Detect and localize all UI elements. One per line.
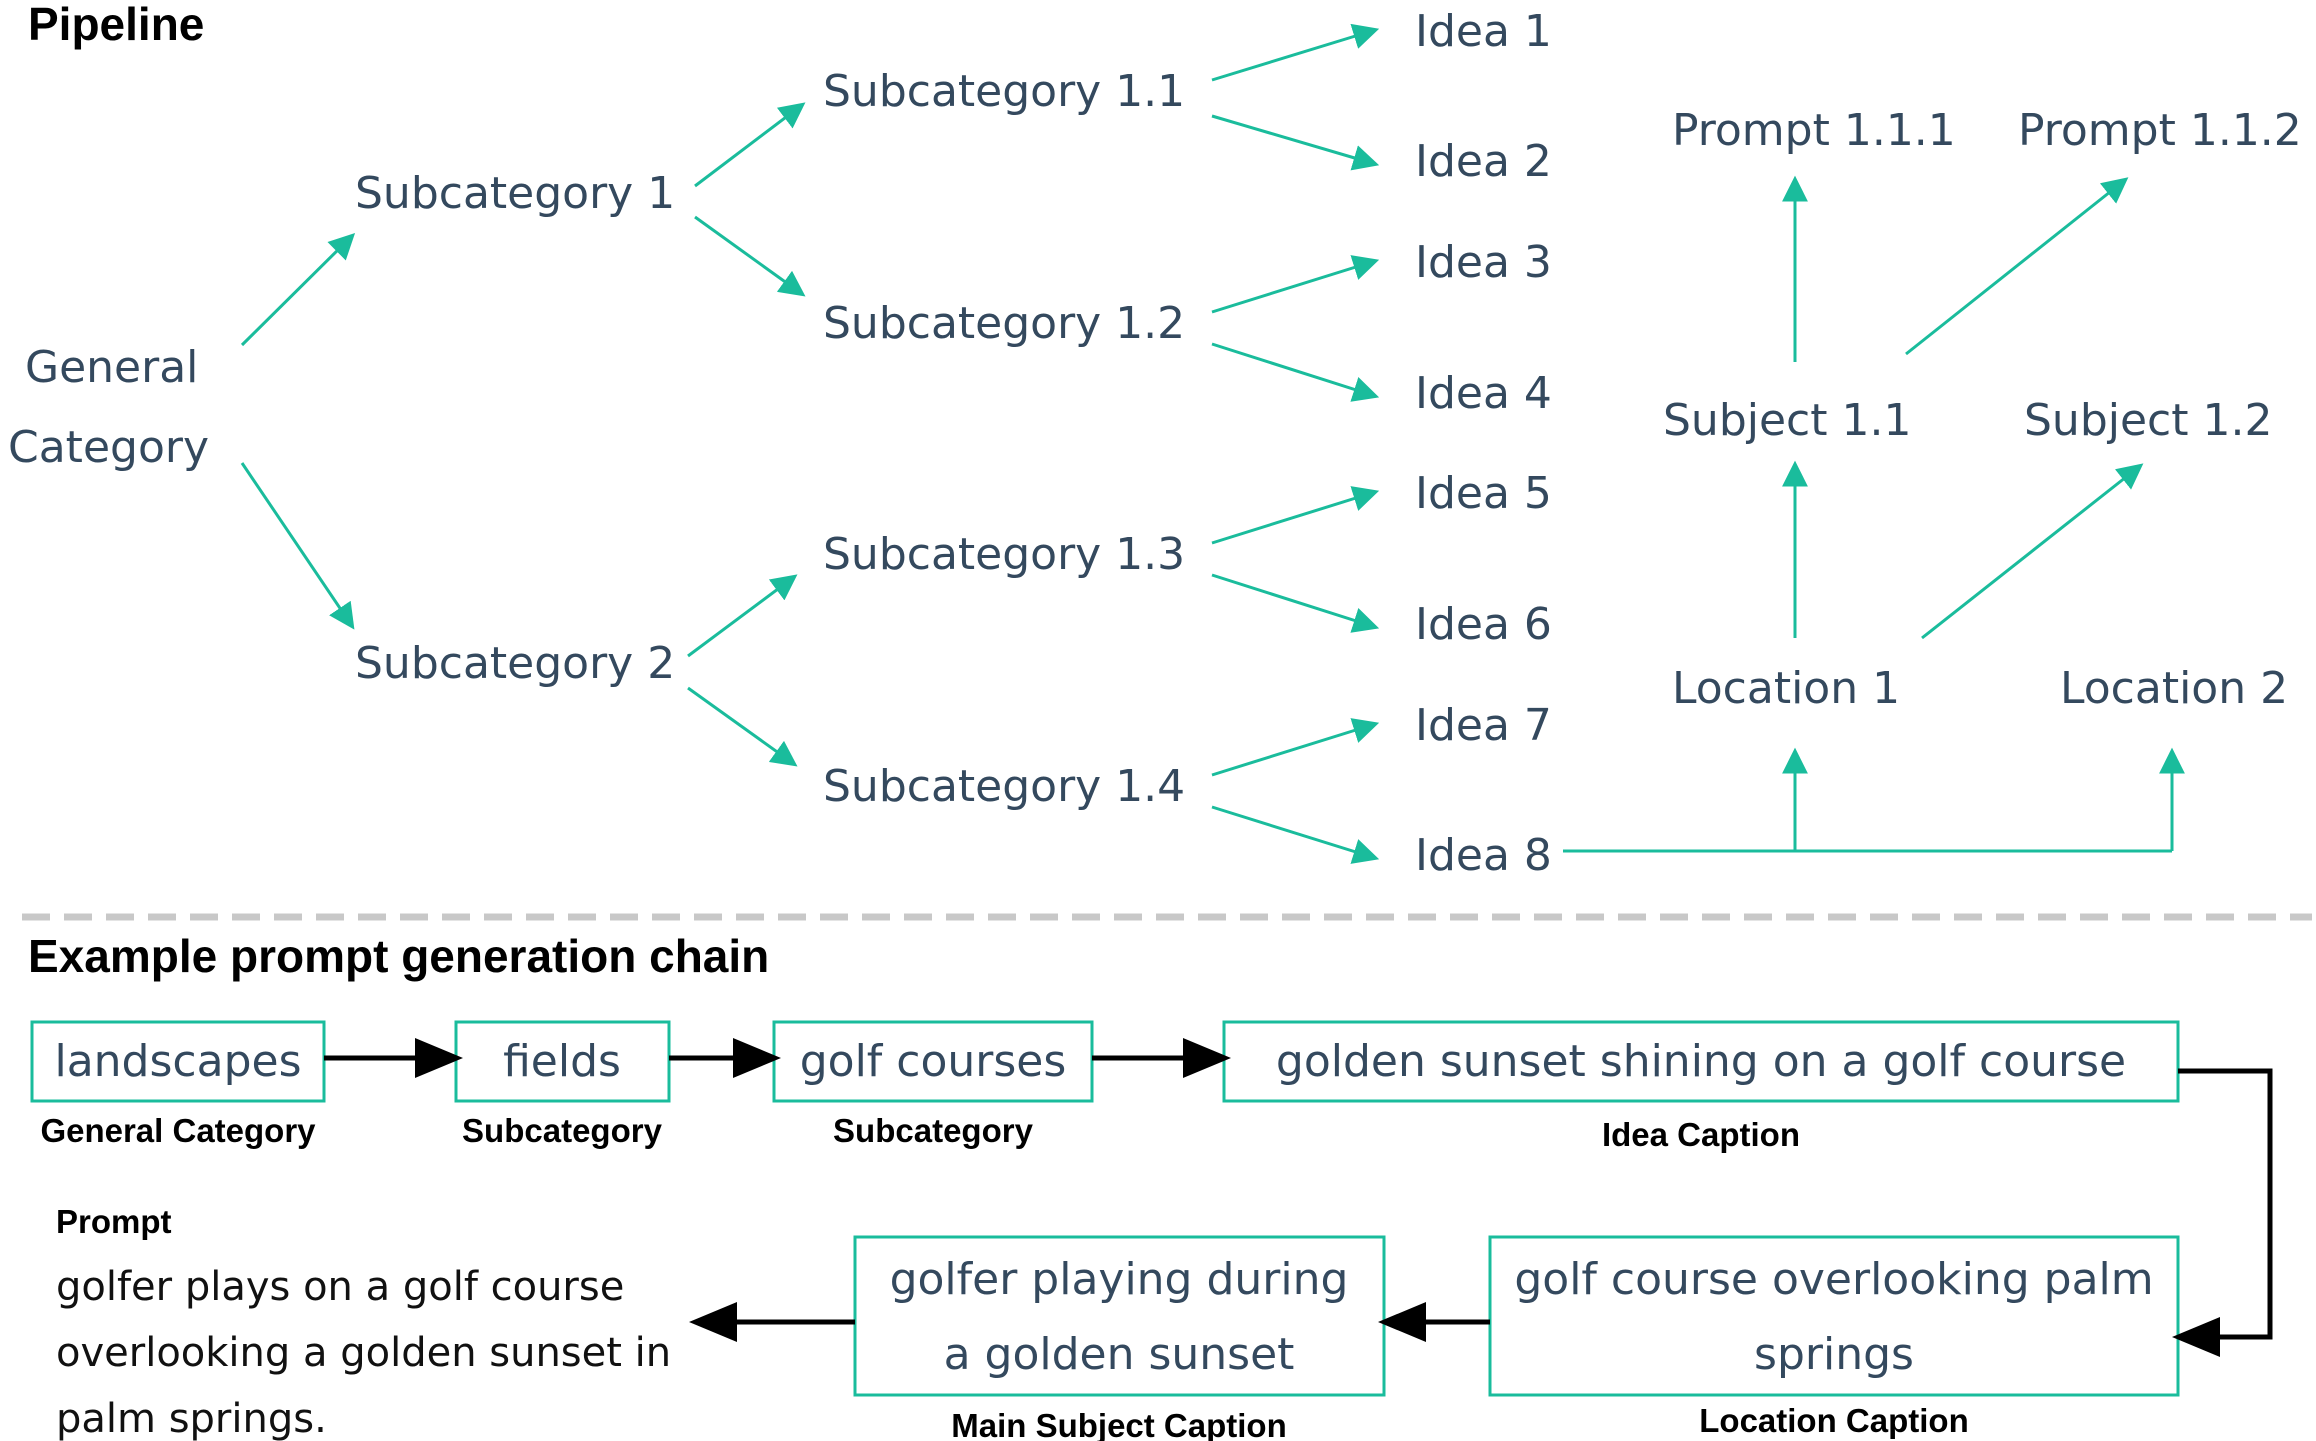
node-prompt-1-1-1: Prompt 1.1.1 bbox=[1672, 105, 1956, 156]
caption-location: Location Caption bbox=[1699, 1402, 1968, 1439]
pipeline-arrows bbox=[240, 23, 2185, 864]
node-idea-3: Idea 3 bbox=[1415, 237, 1552, 288]
chain-arrows bbox=[324, 1038, 2273, 1357]
box-location-caption bbox=[1488, 1235, 2180, 1397]
node-idea-6: Idea 6 bbox=[1415, 599, 1552, 650]
node-subcategory-1-2: Subcategory 1.2 bbox=[823, 298, 1185, 349]
edge-sub1-sub11 bbox=[694, 102, 806, 188]
box-subject-line-2: a golden sunset bbox=[944, 1329, 1295, 1380]
caption-main-subject: Main Subject Caption bbox=[951, 1407, 1287, 1441]
node-idea-2: Idea 2 bbox=[1415, 136, 1552, 187]
node-idea-7: Idea 7 bbox=[1415, 700, 1552, 751]
box-golf-courses bbox=[772, 1020, 1094, 1103]
edge-sub12-idea4 bbox=[1211, 342, 1380, 402]
edge-subject1-prompt2 bbox=[1905, 177, 2129, 356]
pipeline-heading: Pipeline bbox=[28, 0, 204, 50]
caption-idea: Idea Caption bbox=[1602, 1116, 1800, 1153]
prompt-line-1: golfer plays on a golf course bbox=[56, 1264, 624, 1310]
general-category-line-2: Category bbox=[8, 422, 209, 473]
edge-sub2-sub14 bbox=[687, 686, 798, 767]
box-subject-line-1: golfer playing during bbox=[890, 1254, 1349, 1305]
node-idea-4: Idea 4 bbox=[1415, 368, 1552, 419]
edge-sub14-idea7 bbox=[1211, 718, 1380, 777]
edge-sub14-idea8 bbox=[1211, 805, 1380, 864]
edge-sub1-sub12 bbox=[694, 215, 806, 297]
node-subcategory-1: Subcategory 1 bbox=[355, 168, 675, 219]
edge-sub2-sub13 bbox=[687, 574, 798, 658]
node-location-1: Location 1 bbox=[1672, 663, 1900, 714]
general-category-line-1: General bbox=[25, 342, 198, 393]
prompt-label: Prompt bbox=[56, 1203, 172, 1240]
example-heading: Example prompt generation chain bbox=[28, 930, 769, 982]
box-subject-caption bbox=[853, 1235, 1386, 1397]
node-idea-5: Idea 5 bbox=[1415, 468, 1552, 519]
node-subcategory-1-3: Subcategory 1.3 bbox=[823, 529, 1185, 580]
edge-sub11-idea2 bbox=[1211, 114, 1380, 171]
edge-sub11-idea1 bbox=[1211, 23, 1380, 82]
box-location-line-2: springs bbox=[1754, 1329, 1914, 1380]
node-prompt-1-1-2: Prompt 1.1.2 bbox=[2018, 105, 2302, 156]
node-subject-1-2: Subject 1.2 bbox=[2024, 395, 2272, 446]
box-location-line-1: golf course overlooking palm bbox=[1514, 1254, 2153, 1305]
box-idea-caption bbox=[1222, 1020, 2180, 1103]
node-idea-1: Idea 1 bbox=[1415, 6, 1552, 57]
caption-subcategory-2: Subcategory bbox=[833, 1112, 1034, 1149]
box-landscapes bbox=[30, 1020, 326, 1103]
node-idea-8: Idea 8 bbox=[1415, 830, 1552, 881]
box-golf-courses-text: golf courses bbox=[800, 1036, 1067, 1087]
edge-sub13-idea5 bbox=[1211, 486, 1380, 545]
caption-subcategory-1: Subcategory bbox=[462, 1112, 663, 1149]
prompt-line-2: overlooking a golden sunset in bbox=[56, 1330, 671, 1376]
node-subcategory-2: Subcategory 2 bbox=[355, 638, 675, 689]
box-idea-caption-text: golden sunset shining on a golf course bbox=[1276, 1036, 2126, 1087]
prompt-line-3: palm springs. bbox=[56, 1396, 327, 1441]
node-subcategory-1-4: Subcategory 1.4 bbox=[823, 761, 1185, 812]
node-subcategory-1-1: Subcategory 1.1 bbox=[823, 66, 1185, 117]
node-subject-1-1: Subject 1.1 bbox=[1663, 395, 1911, 446]
node-location-2: Location 2 bbox=[2060, 663, 2288, 714]
caption-general-category: General Category bbox=[40, 1112, 316, 1149]
box-fields bbox=[454, 1020, 671, 1103]
edge-location1-subject2 bbox=[1921, 463, 2144, 640]
edge-sub13-idea6 bbox=[1211, 573, 1380, 633]
box-landscapes-text: landscapes bbox=[54, 1036, 301, 1087]
edge-general-sub1 bbox=[240, 232, 356, 347]
arrow-idea-location bbox=[2172, 1068, 2273, 1357]
box-fields-text: fields bbox=[503, 1036, 621, 1087]
edge-general-sub2 bbox=[240, 462, 355, 630]
edge-sub12-idea3 bbox=[1211, 255, 1380, 314]
